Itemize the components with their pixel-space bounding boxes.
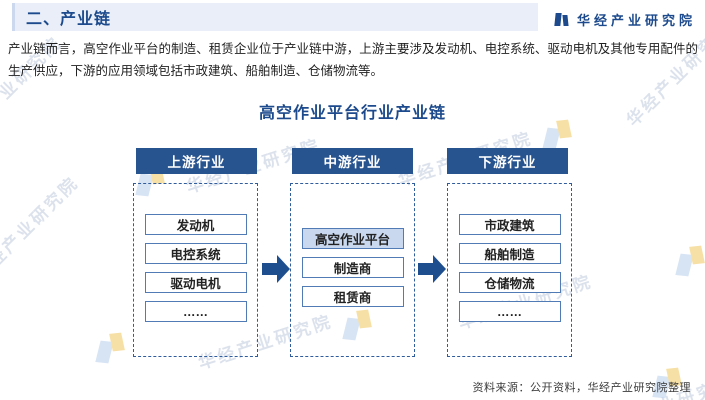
column-header-upstream: 上游行业 [136, 148, 257, 174]
watermark-text: 华经产业研究院 [0, 172, 83, 286]
section-header-band: 二、产业链 [12, 3, 538, 31]
intro-paragraph: 产业链而言，高空作业平台的制造、租赁企业位于产业链中游，上游主要涉及发动机、电控… [8, 42, 698, 78]
upstream-item: 驱动电机 [144, 272, 247, 293]
watermark-logo-icon [675, 245, 705, 278]
data-source-note: 资料来源：公开资料，华经产业研究院整理 [472, 382, 691, 394]
midstream-box: 高空作业平台 制造商 租赁商 [290, 183, 415, 357]
upstream-box: 发动机 电控系统 驱动电机 …… [133, 183, 258, 357]
column-header-midstream: 中游行业 [292, 148, 413, 174]
upstream-item-ellipsis: …… [144, 301, 247, 322]
brand-name: 华经产业研究院 [576, 12, 696, 28]
downstream-box: 市政建筑 船舶制造 仓储物流 …… [447, 183, 572, 357]
right-arrow-icon [262, 255, 290, 283]
diagram-title: 高空作业平台行业产业链 [258, 105, 446, 122]
midstream-item: 租赁商 [301, 286, 404, 307]
brand-logo: 华经产业研究院 [554, 9, 696, 29]
midstream-item: 制造商 [301, 257, 404, 278]
upstream-item: 电控系统 [144, 243, 247, 264]
right-arrow-icon [418, 255, 446, 283]
downstream-item: 船舶制造 [458, 243, 561, 264]
watermark-logo-icon [95, 332, 128, 365]
downstream-item-ellipsis: …… [458, 301, 561, 322]
section-title: 二、产业链 [26, 11, 112, 28]
downstream-item: 仓储物流 [458, 272, 561, 293]
upstream-item: 发动机 [144, 214, 247, 235]
column-header-downstream: 下游行业 [447, 148, 568, 174]
midstream-item-highlight: 高空作业平台 [301, 228, 404, 249]
book-bars-icon [554, 11, 570, 27]
downstream-item: 市政建筑 [458, 214, 561, 235]
